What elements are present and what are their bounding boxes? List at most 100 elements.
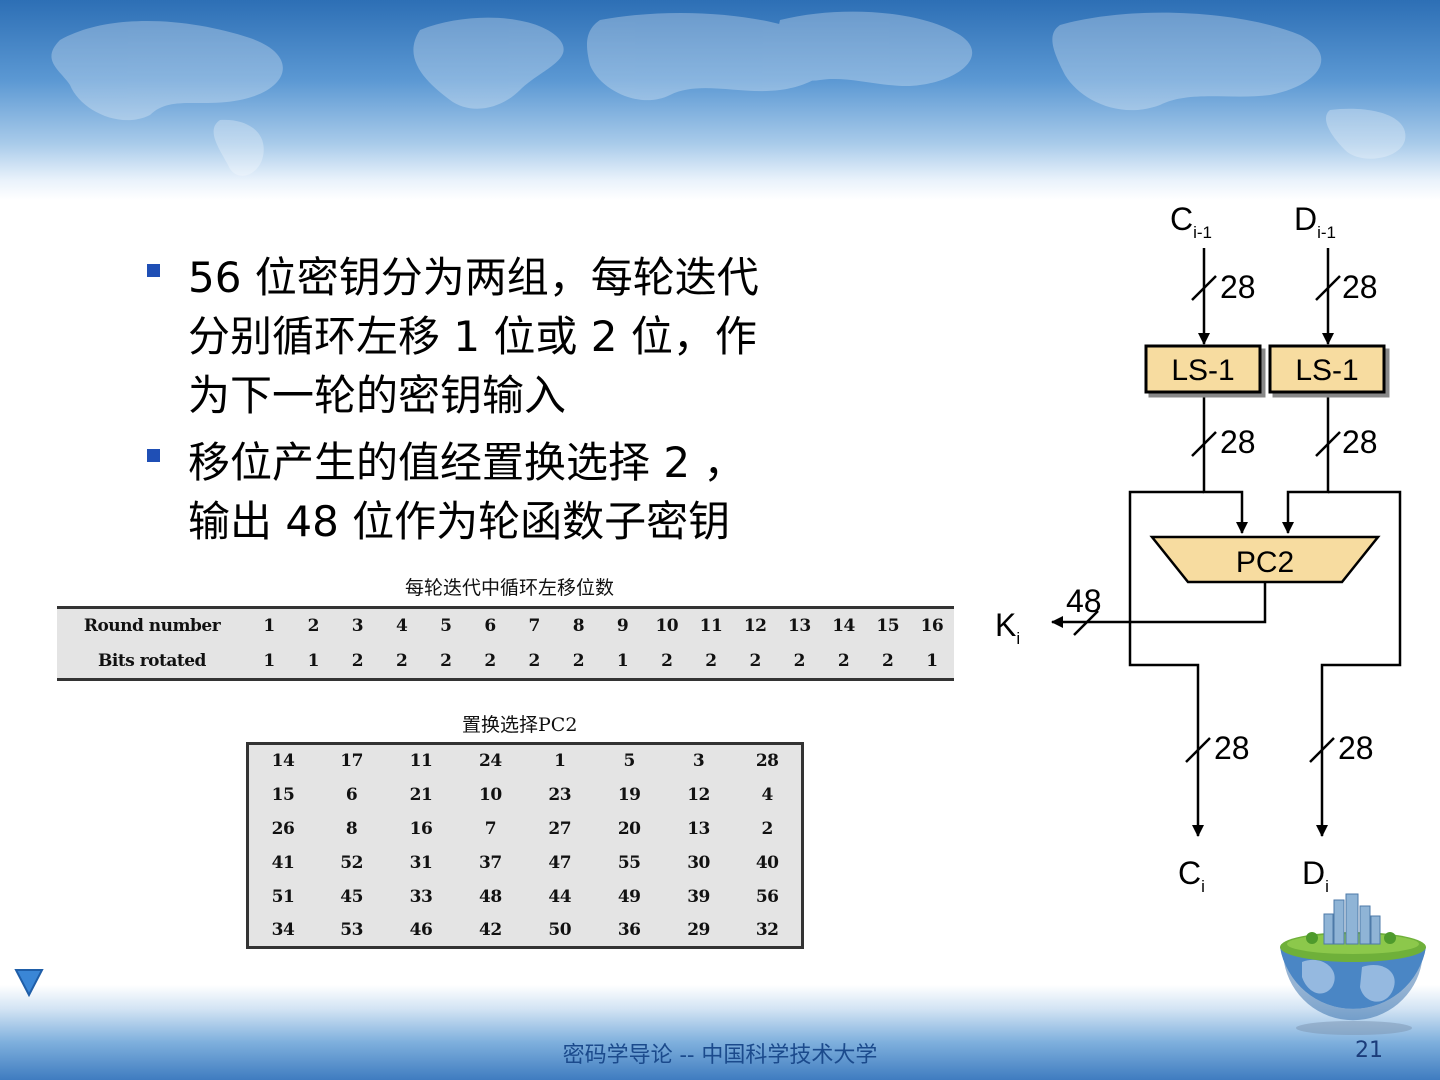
table-cell: 42: [479, 919, 502, 940]
table-cell: 30: [687, 852, 710, 873]
table-cell: 8: [345, 818, 358, 839]
table-cell: 6: [484, 616, 496, 637]
width-label-28: 28: [1338, 730, 1374, 766]
table-cell: 1: [307, 650, 320, 671]
bus-slash: [1191, 275, 1217, 301]
table-cell: 47: [548, 852, 572, 873]
table-cell: 52: [340, 852, 363, 873]
table-cell: 10: [655, 616, 679, 637]
bullet-item: 56 位密钥分为两组，每轮迭代 分别循环左移 1 位或 2 位，作 为下一轮的密…: [145, 248, 845, 425]
bus-slash: [1073, 610, 1099, 636]
bullet-line: 56 位密钥分为两组，每轮迭代: [188, 253, 759, 302]
table-row: 15 6 21 10 23 19 12 4: [248, 778, 803, 812]
width-label-28: 28: [1342, 424, 1378, 460]
table-cell: 2: [705, 650, 717, 671]
page-number: 21: [1355, 1038, 1383, 1063]
table-row: Round number 1 2 3 4 5 6 7 8 9 10 11 12 …: [57, 608, 954, 644]
c-input-label: Ci-1: [1170, 201, 1212, 242]
bus-slash: [1309, 737, 1335, 763]
footer-text: 密码学导论 -- 中国科学技术大学: [562, 1043, 878, 1068]
nav-triangle-icon[interactable]: [14, 967, 44, 997]
table-cell: 7: [484, 818, 497, 839]
table-cell: 31: [409, 852, 433, 873]
pc2-to-k-line: [1051, 582, 1267, 628]
table-cell: 2: [440, 650, 452, 671]
bullet-text: 移位产生的值经置换选择 2 ， 输出 48 位作为轮函数子密钥: [188, 433, 845, 551]
table-cell: 15: [876, 616, 900, 637]
table-cell: 2: [307, 616, 320, 637]
table-cell: 39: [687, 886, 710, 907]
table-row: 41 52 31 37 47 55 30 40: [248, 846, 803, 880]
bullet-item: 移位产生的值经置换选择 2 ， 输出 48 位作为轮函数子密钥: [145, 433, 845, 551]
globe-city-icon: [1280, 893, 1426, 1035]
table-cell: 9: [616, 616, 629, 637]
table-cell: 48: [479, 886, 502, 907]
table-cell: 10: [479, 784, 502, 805]
table-cell: 2: [395, 650, 408, 671]
table-row: 14 17 11 24 1 5 3 28: [248, 744, 803, 778]
ls-right-label: LS-1: [1295, 354, 1358, 387]
ls-right-to-pc2-line: [1282, 392, 1330, 534]
table-cell: 1: [554, 751, 566, 772]
table-cell: 16: [920, 616, 944, 637]
table-cell: 3: [351, 616, 364, 637]
table-cell: 1: [263, 650, 275, 671]
bullet-line: 移位产生的值经置换选择 2 ，: [188, 438, 746, 487]
table-cell: 13: [687, 818, 710, 839]
table-cell: 12: [687, 784, 710, 805]
table-cell: 34: [271, 919, 295, 940]
table-cell: 49: [617, 886, 641, 907]
table-cell: 29: [687, 919, 710, 940]
table-cell: 2: [793, 650, 806, 671]
table-cell: 33: [409, 886, 433, 907]
table-cell: 16: [409, 818, 433, 839]
table-cell: 23: [548, 784, 572, 805]
c-output-label: Ci: [1178, 855, 1205, 896]
square-bullet-icon: [147, 264, 160, 277]
table-cell: 1: [926, 650, 938, 671]
table-cell: 19: [617, 784, 641, 805]
key-schedule-diagram: Ci-1 Di-1 28 28 28 28 28 28 48 Ki Ci Di: [995, 201, 1402, 896]
bullet-line: 分别循环左移 1 位或 2 位，作: [188, 312, 757, 361]
row-header: Round number: [83, 616, 221, 637]
d-input-label: Di-1: [1294, 201, 1336, 242]
table-cell: 45: [340, 886, 363, 907]
table-cell: 2: [761, 818, 774, 839]
table-cell: 20: [617, 818, 641, 839]
table-row: 34 53 46 42 50 36 29 32: [248, 914, 803, 948]
table-cell: 4: [761, 784, 774, 805]
width-label-28: 28: [1220, 269, 1256, 305]
table-cell: 53: [340, 919, 363, 940]
table-cell: 44: [548, 886, 572, 907]
d-feedthrough-line: [1316, 490, 1402, 837]
table-cell: 6: [345, 784, 358, 805]
table-cell: 14: [832, 616, 855, 637]
table-cell: 11: [699, 616, 723, 637]
table-cell: 11: [409, 751, 433, 772]
table-cell: 17: [340, 751, 363, 772]
rotation-table-caption: 每轮迭代中循环左移位数: [405, 577, 615, 599]
pc2-table-caption: 置换选择PC2: [462, 714, 578, 736]
table-cell: 1: [616, 650, 629, 671]
table-cell: 32: [755, 919, 779, 940]
table-cell: 2: [837, 650, 850, 671]
table-cell: 56: [755, 886, 779, 907]
width-label-28: 28: [1214, 730, 1250, 766]
rotation-schedule-table: Round number 1 2 3 4 5 6 7 8 9 10 11 12 …: [57, 606, 954, 681]
table-cell: 14: [271, 751, 295, 772]
bullet-line: 为下一轮的密钥输入: [188, 371, 567, 420]
width-label-28: 28: [1342, 269, 1378, 305]
table-cell: 51: [271, 886, 295, 907]
bus-slash: [1315, 431, 1341, 457]
table-row: 51 45 33 48 44 49 39 56: [248, 880, 803, 914]
d-output-label: Di: [1302, 855, 1329, 896]
table-cell: 26: [271, 818, 295, 839]
ls-left-to-pc2-line: [1202, 392, 1248, 534]
header-world-map-banner: [0, 0, 1440, 200]
bus-slash: [1315, 275, 1341, 301]
table-cell: 5: [440, 616, 452, 637]
table-cell: 46: [409, 919, 433, 940]
table-row: Bits rotated 1 1 2 2 2 2 2 2 1 2 2 2 2 2…: [57, 644, 954, 680]
table-cell: 55: [617, 852, 641, 873]
